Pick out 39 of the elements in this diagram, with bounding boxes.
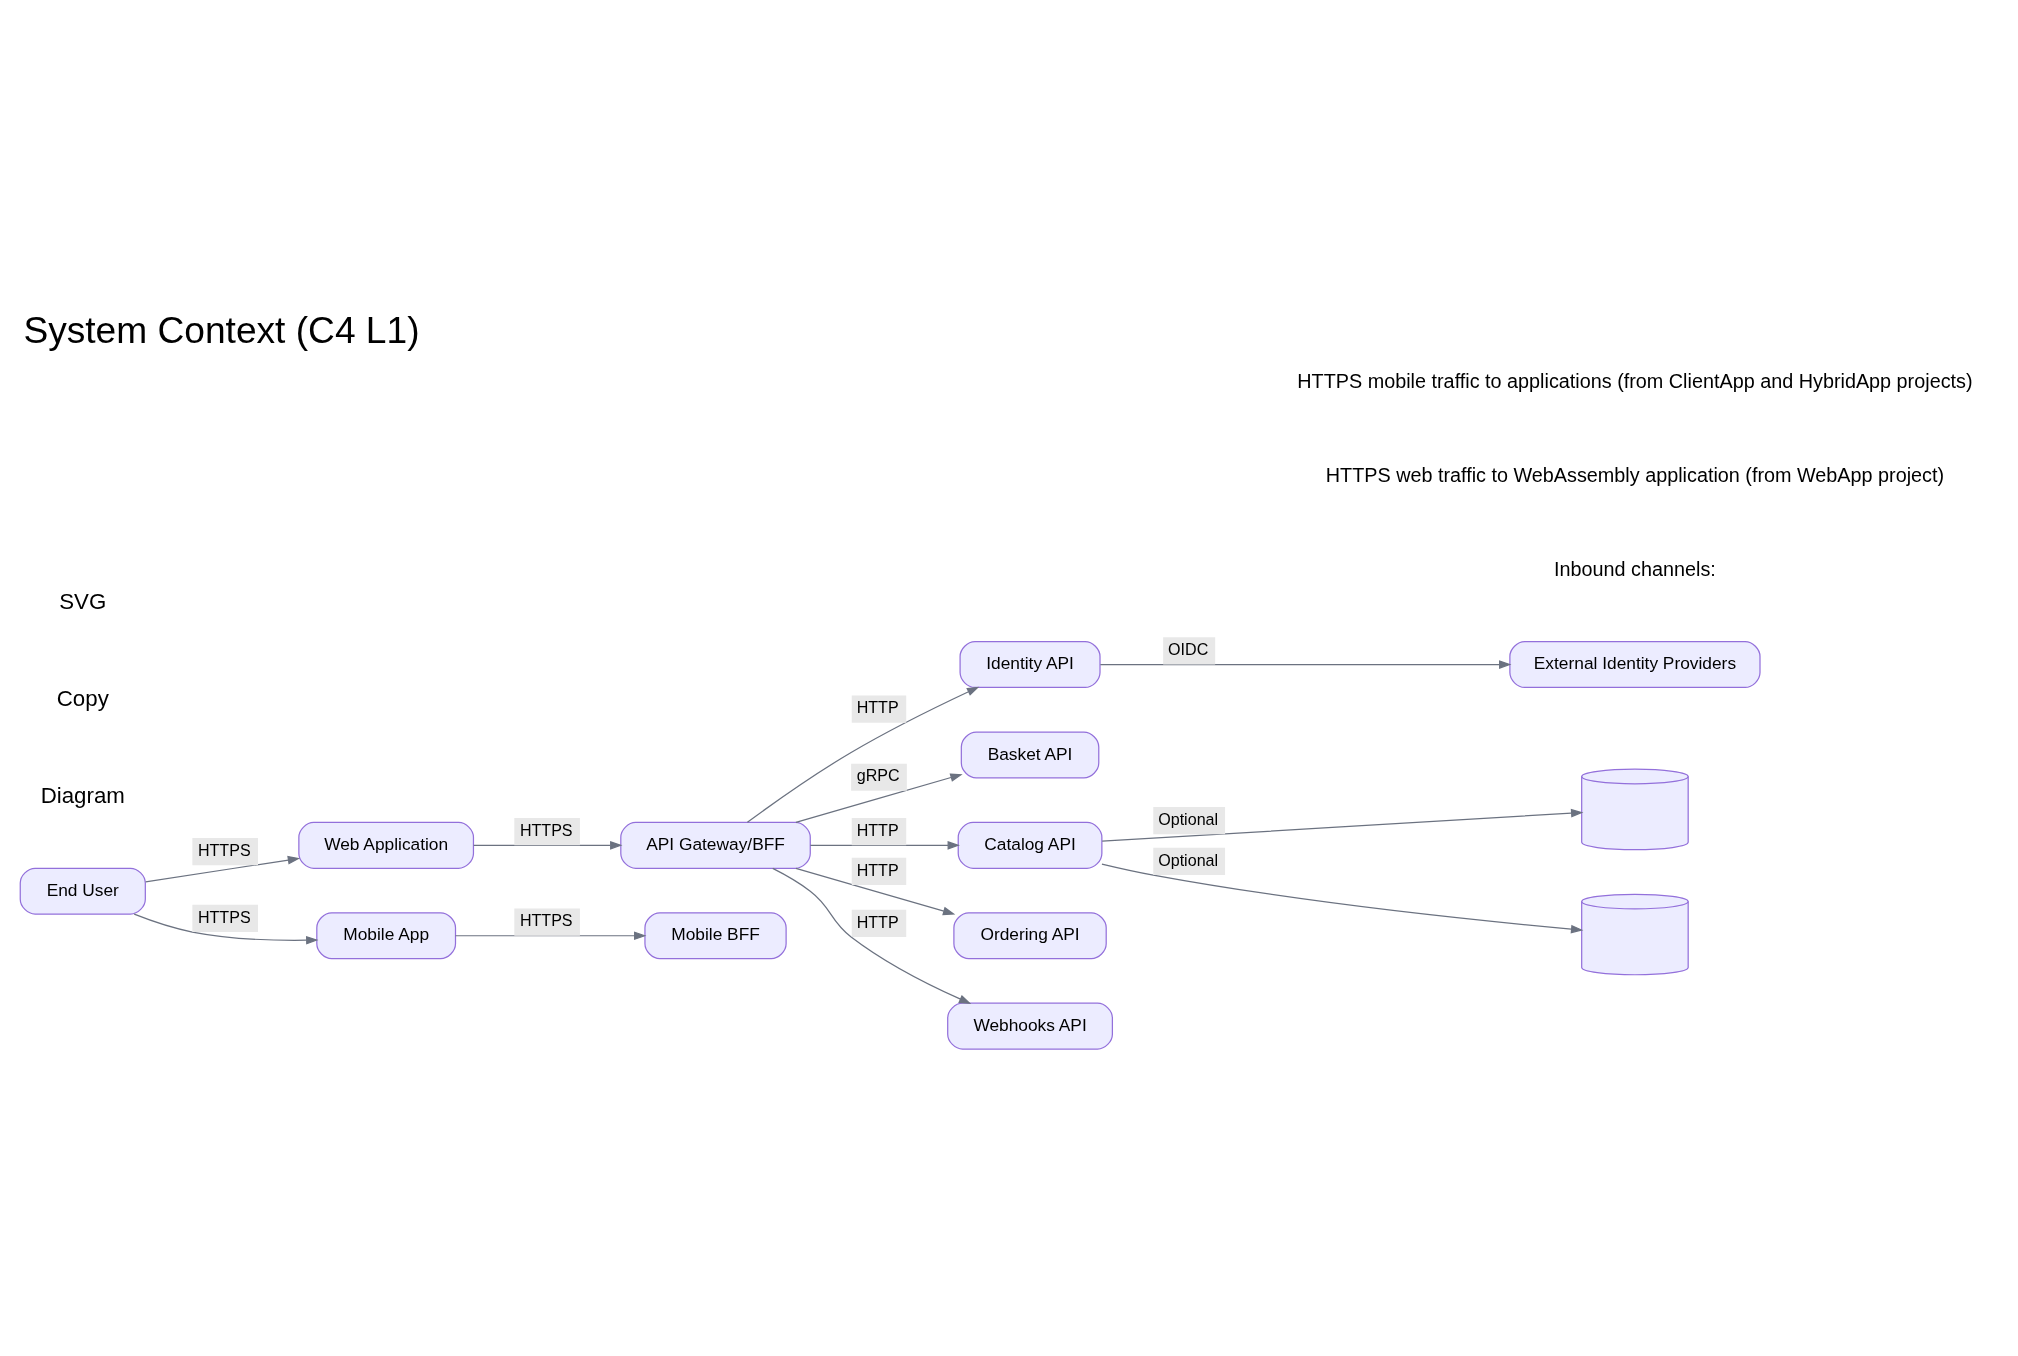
arrow <box>145 855 301 882</box>
node-box: Catalog API <box>957 821 1103 869</box>
label: Copy <box>56 685 109 711</box>
label: SVG <box>59 588 107 614</box>
node-box: End User <box>19 867 146 915</box>
edge-label: gRPC <box>856 765 900 784</box>
arrow <box>795 772 963 823</box>
label: Diagram <box>40 782 125 808</box>
node-box: Ordering API <box>953 911 1107 959</box>
arrow <box>746 686 980 823</box>
label: HTTPS mobile traffic to applications (from ClientApp and HybridApp projects) <box>1297 369 1973 392</box>
arrow <box>772 867 972 1004</box>
arrow <box>809 840 960 850</box>
edge-label: HTTP <box>856 860 899 879</box>
diagram-title: System Context (C4 L1) <box>23 308 420 351</box>
edge-label: HTTP <box>856 912 899 931</box>
arrow <box>473 840 623 850</box>
arrow <box>1101 862 1584 933</box>
node-box: Mobile BFF <box>644 911 787 959</box>
edge-label: HTTPS <box>197 840 251 859</box>
edge-label: Optional <box>1158 809 1219 828</box>
node-box: Webhooks API <box>947 1002 1113 1050</box>
arrow <box>795 867 956 915</box>
arrow <box>133 913 319 945</box>
node-box: Web Application <box>298 821 475 869</box>
node-box: API Gateway/BFF <box>620 821 811 869</box>
label: HTTPS web traffic to WebAssembly application (from WebApp project) <box>1325 463 1945 486</box>
node-box: Identity API <box>959 640 1101 688</box>
edge-label: HTTPS <box>519 820 573 839</box>
edge-label: HTTPS <box>519 910 573 929</box>
edge-label: HTTP <box>856 820 899 839</box>
edge-label: OIDC <box>1168 639 1209 658</box>
node-box: Basket API <box>960 730 1100 778</box>
node-box: External Identity Providers <box>1509 640 1761 688</box>
edge-label: HTTP <box>856 697 899 716</box>
edge-label: Optional <box>1158 850 1219 869</box>
node-box: Mobile App <box>316 911 457 959</box>
label: Inbound channels: <box>1554 557 1716 580</box>
edge-label: HTTPS <box>197 907 251 926</box>
